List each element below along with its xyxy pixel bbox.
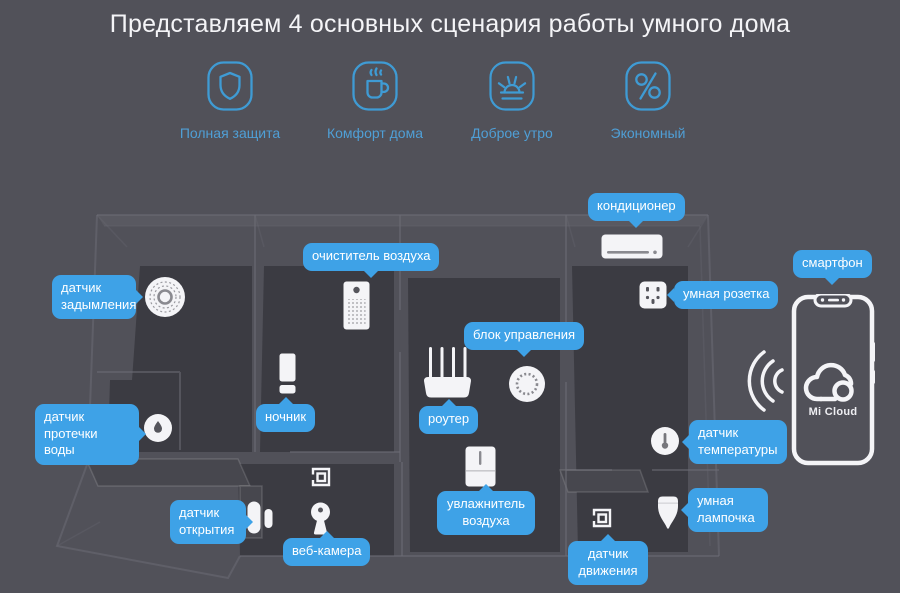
web-camera-icon	[305, 502, 336, 538]
wifi-waves-icon	[747, 342, 791, 418]
smart-bulb-icon	[655, 494, 681, 534]
web-camera-label: веб-камера	[283, 531, 371, 566]
control-unit-icon	[508, 365, 546, 403]
scenario-label: Комфорт дома	[326, 125, 424, 141]
coffee-cup-icon	[351, 60, 399, 117]
percent-icon	[624, 60, 672, 117]
temperature-sensor-icon	[650, 426, 680, 456]
mi-cloud-logo-icon	[803, 362, 854, 402]
temperature-sensor-label: датчик температуры	[682, 420, 787, 465]
night-light-icon	[279, 353, 296, 394]
air-purifier-icon	[343, 281, 370, 330]
water-leak-sensor-label: датчик протечки воды	[35, 404, 146, 465]
scenario-label: Доброе утро	[471, 125, 553, 141]
humidifier-label: увлажнитель воздуха	[437, 483, 535, 536]
smoke-sensor-label: датчик задымления	[52, 275, 143, 320]
smartphone-label: смартфон	[793, 250, 872, 285]
air-conditioner-icon	[601, 234, 663, 259]
scenario-home-comfort: Комфорт дома	[315, 60, 435, 141]
scenario-label: Полная защита	[179, 125, 281, 141]
smart-socket-label: умная розетка	[666, 281, 779, 309]
air-conditioner-label: кондиционер	[588, 193, 685, 228]
page-title: Представляем 4 основных сценария работы …	[109, 10, 791, 38]
scenario-good-morning: Доброе утро	[452, 60, 572, 141]
smoke-sensor-icon	[144, 276, 186, 318]
motion-sensor-icon	[591, 507, 613, 529]
air-purifier-label: очиститель воздуха	[303, 243, 440, 278]
motion-sensor-label: датчик движения	[568, 533, 648, 586]
router-label: роутер	[419, 399, 479, 434]
door-sensor-label: датчик открытия	[170, 500, 253, 545]
sunrise-icon	[488, 60, 536, 117]
scenario-economy: Экономный	[588, 60, 708, 141]
router-icon	[423, 347, 472, 399]
shield-icon	[206, 60, 254, 117]
mi-cloud-text: Mi Cloud	[808, 406, 858, 418]
smartphone: Mi Cloud	[791, 292, 875, 466]
smart-socket-icon	[639, 281, 667, 309]
control-unit-label: блок управления	[464, 322, 585, 357]
humidifier-icon	[465, 446, 496, 487]
smart-bulb-label: умная лампочка	[681, 488, 768, 533]
scenario-label: Экономный	[610, 125, 686, 141]
night-light-label: ночник	[256, 397, 316, 432]
scenario-full-protection: Полная защита	[170, 60, 290, 141]
water-leak-sensor-icon	[143, 413, 173, 443]
motion-sensor-secondary-icon	[310, 466, 332, 488]
